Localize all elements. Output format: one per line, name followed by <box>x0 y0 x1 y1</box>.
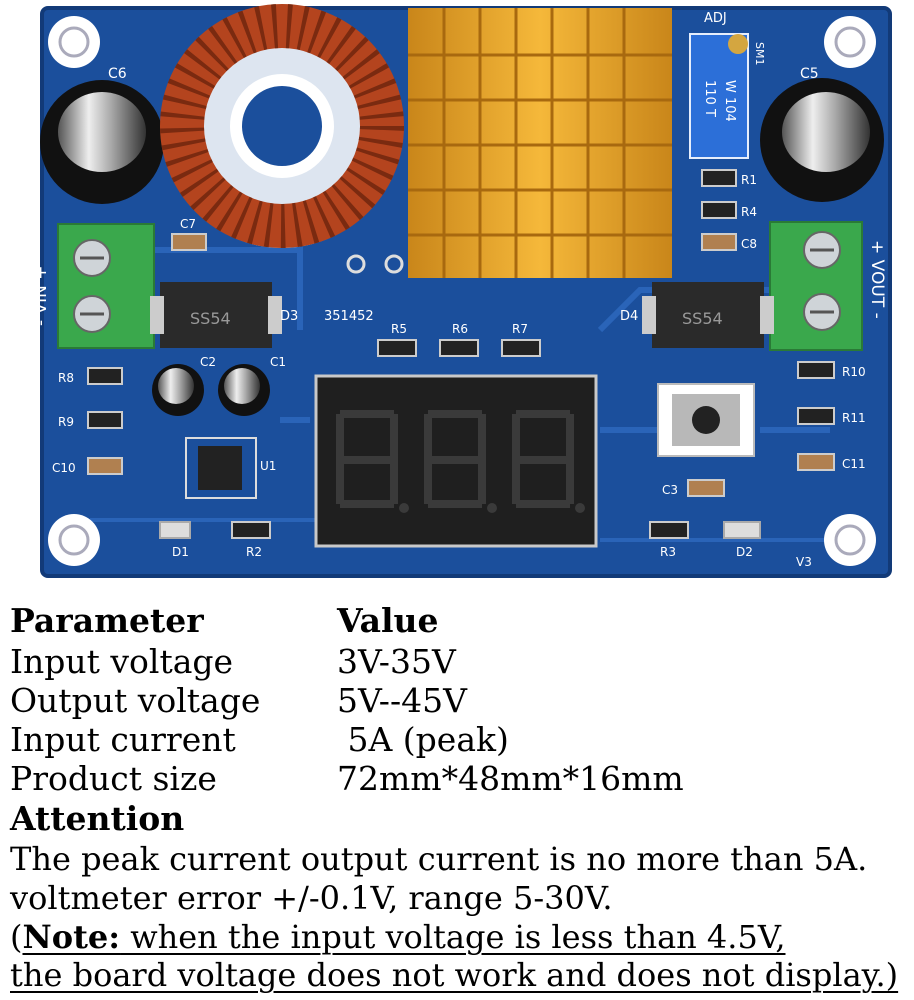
label-r1: R1 <box>741 173 757 187</box>
label-r10: R10 <box>842 365 866 379</box>
input-terminal: - VIN + <box>31 223 155 349</box>
product-photo-board: C6 C5 ADJ W 104 110 T SM1 <box>31 4 892 578</box>
label-r4: R4 <box>741 205 757 219</box>
regulator-u1: U1 <box>185 437 276 499</box>
smd-r7: R7 <box>501 322 541 357</box>
label-c6: C6 <box>108 66 127 82</box>
label-d2: D2 <box>736 545 753 559</box>
attention-line-2: voltmeter error +/-0.1V, range 5-30V. <box>10 879 613 917</box>
note-label: Note: <box>22 918 121 956</box>
capacitor-c5: C5 <box>760 66 884 202</box>
diode-d4-mark: SS54 <box>682 309 723 328</box>
smd-r9: R9 <box>58 411 123 429</box>
push-button <box>657 383 755 457</box>
smd-r2: R2 <box>231 521 271 559</box>
smd-r6: R6 <box>439 322 479 357</box>
smd-c11: C11 <box>797 453 866 471</box>
label-c8: C8 <box>741 237 757 251</box>
note-open-paren: ( <box>10 918 23 956</box>
smd-d2: D2 <box>723 521 761 559</box>
potentiometer: ADJ W 104 110 T SM1 <box>689 11 766 159</box>
spec-param: Input voltage <box>10 642 234 681</box>
smd-r1: R1 <box>701 169 757 187</box>
label-r7: R7 <box>512 322 528 336</box>
toroid-inductor <box>160 4 404 248</box>
label-adj: ADJ <box>704 11 727 26</box>
smd-r4: R4 <box>701 201 757 219</box>
label-r2: R2 <box>246 545 262 559</box>
smd-r3: R3 <box>649 521 689 559</box>
smd-d1: D1 <box>159 521 191 559</box>
pot-mark: W 104 <box>722 80 737 122</box>
note-line-2-text: the board voltage does not work and does… <box>10 956 899 994</box>
label-c5: C5 <box>800 66 819 82</box>
spec-value: 3V-35V <box>337 642 456 681</box>
label-u1: U1 <box>260 459 276 473</box>
label-c7: C7 <box>180 217 196 231</box>
label-r8: R8 <box>58 371 74 385</box>
spec-value: 5V--45V <box>337 681 467 720</box>
spec-value: 5A (peak) <box>337 720 509 759</box>
diode-d4: SS54 D4 <box>620 282 774 348</box>
smd-c3: C3 <box>662 479 725 497</box>
attention-title: Attention <box>10 799 185 838</box>
label-vout: + VOUT - <box>867 240 887 319</box>
smd-c8: C8 <box>701 233 757 251</box>
output-terminal: + VOUT - <box>769 221 887 351</box>
label-vin: - VIN + <box>31 265 51 326</box>
capacitor-c2: C2 <box>152 355 216 416</box>
spec-param: Output voltage <box>10 681 261 720</box>
heatsink <box>408 8 672 278</box>
note-line-1: (Note: when the input voltage is less th… <box>10 918 786 956</box>
label-r6: R6 <box>452 322 468 336</box>
seven-segment-display <box>314 374 598 548</box>
smd-r5: R5 <box>377 322 417 357</box>
label-d4: D4 <box>620 309 638 324</box>
label-r3: R3 <box>660 545 676 559</box>
label-c1: C1 <box>270 355 286 369</box>
spec-param: Product size <box>10 759 217 798</box>
label-c11: C11 <box>842 457 866 471</box>
capacitor-c1: C1 <box>218 355 286 416</box>
note-rest: when the input voltage is less than 4.5V… <box>120 918 786 956</box>
diode-d3-mark: SS54 <box>190 309 231 328</box>
label-r5: R5 <box>391 322 407 336</box>
label-c3: C3 <box>662 483 678 497</box>
capacitor-c6: C6 <box>40 66 164 204</box>
spec-value: 72mm*48mm*16mm <box>337 759 684 798</box>
spec-param: Input current <box>10 720 236 759</box>
label-sm1: SM1 <box>753 42 766 65</box>
smd-r10: R10 <box>797 361 866 379</box>
smd-c7: C7 <box>171 217 207 251</box>
board-code: 351452 <box>324 309 374 324</box>
attention-line-1: The peak current output current is no mo… <box>10 840 868 878</box>
pot-sub: 110 T <box>702 80 717 117</box>
label-d1: D1 <box>172 545 189 559</box>
header-parameter: Parameter <box>10 601 204 640</box>
smd-r8: R8 <box>58 367 123 385</box>
label-d3: D3 <box>280 309 298 324</box>
label-r9: R9 <box>58 415 74 429</box>
header-value: Value <box>337 601 439 640</box>
label-c10: C10 <box>52 461 76 475</box>
mounting-holes <box>48 16 876 566</box>
label-r11: R11 <box>842 411 866 425</box>
diode-d3: SS54 D3 <box>150 282 298 348</box>
note-line-2: the board voltage does not work and does… <box>10 956 898 994</box>
label-c2: C2 <box>200 355 216 369</box>
smd-r11: R11 <box>797 407 866 425</box>
smd-c10: C10 <box>52 457 123 475</box>
label-v3: V3 <box>796 555 812 569</box>
